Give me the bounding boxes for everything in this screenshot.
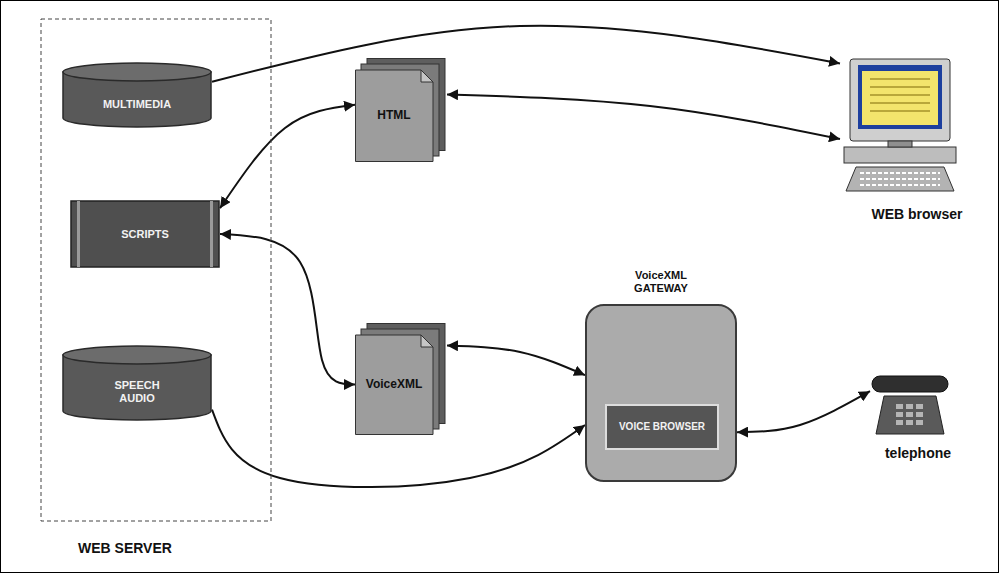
browser-box-body <box>606 405 718 449</box>
connector-group <box>212 26 870 487</box>
node-label: MULTIMEDIA <box>103 98 171 111</box>
screen-line <box>870 110 930 112</box>
phone-key <box>916 404 923 409</box>
phone-key <box>906 404 913 409</box>
connector-arrow <box>220 105 355 208</box>
keyboard <box>846 167 954 191</box>
phone-handset <box>872 376 948 392</box>
connector-arrow <box>737 391 870 432</box>
screen-frame <box>858 65 942 129</box>
telephone-icon-shape <box>870 372 950 436</box>
text-area: telephone <box>862 442 974 464</box>
screen-line <box>870 78 930 80</box>
text-area: HTML <box>355 70 433 162</box>
monitor-stand <box>888 141 912 147</box>
screen <box>862 71 938 125</box>
phone-key <box>906 420 913 425</box>
node-label: telephone <box>885 445 951 461</box>
database-cylinder: MULTIMEDIA <box>62 62 212 128</box>
node-label: SCRIPTS <box>121 228 169 241</box>
gateway-box-shape <box>585 304 737 482</box>
connector-arrow <box>220 234 355 385</box>
phone-key <box>916 420 923 425</box>
computer-icon: WEB browser <box>832 55 982 227</box>
text-area: VoiceXML <box>355 335 433 435</box>
cpu-case <box>844 147 956 163</box>
browser-box: VOICE BROWSER <box>605 404 719 450</box>
gateway-outline <box>586 305 736 481</box>
connector-arrow <box>212 26 840 82</box>
text-area: SCRIPTS <box>70 200 220 268</box>
phone-key <box>896 412 903 417</box>
document-stack: VoiceXML <box>355 323 447 435</box>
front-page <box>356 70 434 162</box>
server-outline <box>41 19 271 521</box>
text-area: WEB SERVER <box>78 537 272 559</box>
phone-base <box>876 396 944 434</box>
page-fold <box>421 70 433 82</box>
text-area: VOICE BROWSER <box>605 404 719 450</box>
document-stack: HTML <box>355 58 447 162</box>
front-page <box>356 335 434 435</box>
database-cylinder: SPEECH AUDIO <box>62 345 212 421</box>
phone-key <box>906 412 913 417</box>
node-label: VoiceXML GATEWAY <box>621 269 701 294</box>
server-group: WEB SERVER MULTIMEDIA SCRIPTS SPEECH AUDIO <box>40 18 272 563</box>
screen-line <box>870 94 930 96</box>
connector-arrow <box>447 345 585 375</box>
script-box: SCRIPTS <box>70 200 220 268</box>
computer-icon-shape <box>840 55 960 195</box>
cylinder-top <box>63 346 211 364</box>
database-cylinder-shape <box>62 62 212 128</box>
node-label: SPEECH AUDIO <box>106 379 168 404</box>
script-body <box>71 201 219 267</box>
key-row <box>860 184 940 186</box>
node-label: WEB SERVER <box>78 540 172 556</box>
text-area: SPEECH AUDIO <box>62 363 212 421</box>
phone-key <box>916 412 923 417</box>
monitor <box>850 59 950 141</box>
node-label: VoiceXML <box>366 378 422 392</box>
script-bar <box>77 201 80 267</box>
key-row <box>860 178 940 180</box>
cylinder-top <box>63 63 211 81</box>
screen-line <box>870 102 930 104</box>
text-area: VoiceXML GATEWAY <box>585 262 737 302</box>
node-label: HTML <box>377 109 410 123</box>
node-label: VOICE BROWSER <box>619 421 705 433</box>
node-label: WEB browser <box>871 206 962 222</box>
phone-key <box>896 404 903 409</box>
page-fold <box>421 335 433 347</box>
connector-arrow <box>447 94 840 139</box>
gateway-box: VoiceXML GATEWAY VOICE BROWSER <box>585 262 737 482</box>
text-area: WEB browser <box>852 203 982 225</box>
telephone-icon: telephone <box>862 372 974 466</box>
phone-key <box>896 420 903 425</box>
script-bar <box>210 201 213 267</box>
text-area: MULTIMEDIA <box>62 80 212 128</box>
screen-line <box>870 86 930 88</box>
key-row <box>860 172 940 174</box>
